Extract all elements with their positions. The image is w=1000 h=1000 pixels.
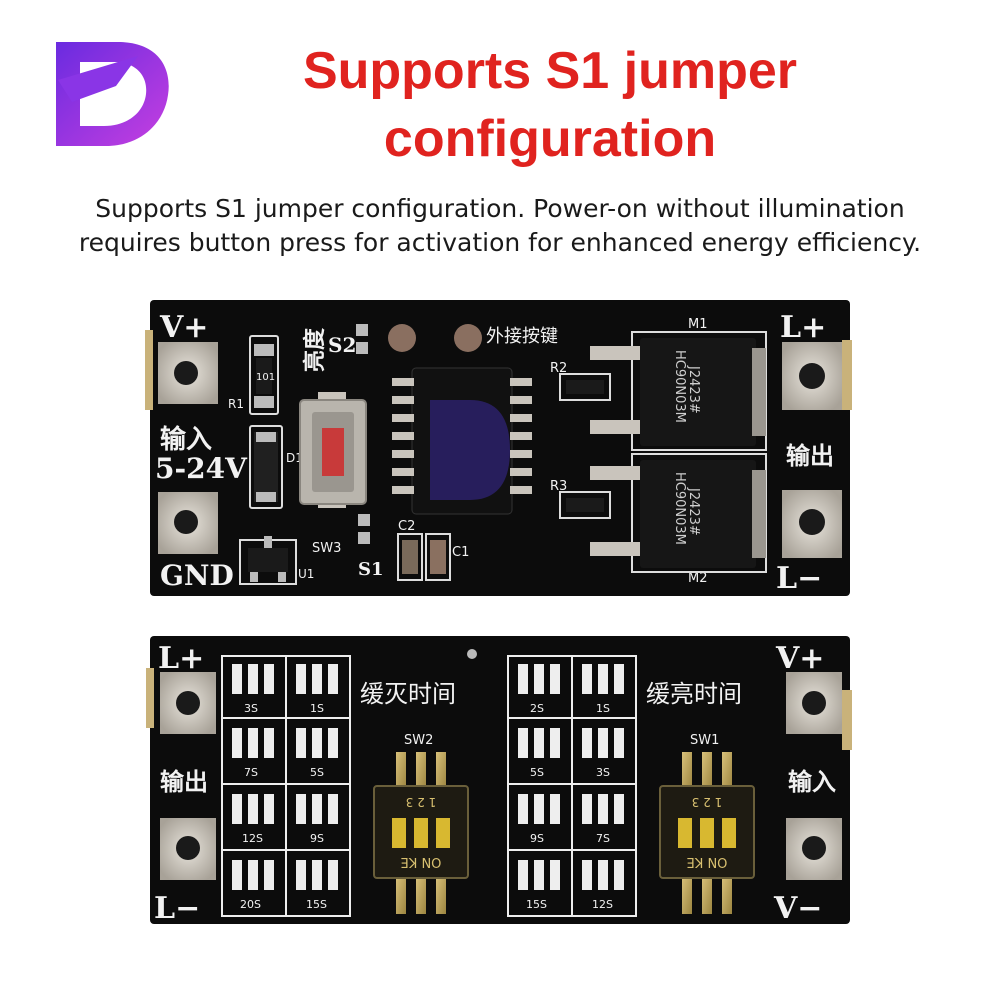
brand-logo	[56, 42, 169, 146]
tactile-button-sw3	[299, 392, 367, 508]
time-label: 3S	[596, 766, 610, 779]
label-c1: C1	[452, 545, 469, 560]
svg-text:1 2 3: 1 2 3	[406, 795, 437, 809]
label-v-plus: V+	[159, 310, 208, 345]
terminal-pad-v-plus-bottom	[786, 672, 842, 734]
svg-text:ON KE: ON KE	[687, 854, 728, 869]
dip-switch-sw1: 1 2 3 ON KE	[659, 752, 755, 914]
resistor-r2	[559, 373, 611, 401]
label-c2: C2	[398, 519, 415, 534]
time-label: 9S	[310, 832, 324, 845]
mosfet-m2: HC90N03M J2423#	[590, 453, 767, 573]
svg-text:101: 101	[256, 372, 275, 383]
label-sw2: SW2	[404, 733, 433, 748]
regulator-u1	[239, 536, 297, 585]
label-sw3: SW3	[312, 541, 341, 556]
time-label: 1S	[596, 702, 610, 715]
label-l-minus: L−	[776, 561, 822, 596]
resistor-r1: 101	[249, 335, 279, 415]
dip-switch-sw2: 1 2 3 ON KE	[373, 752, 469, 914]
fade-on-time-grid: 2S 1S 5S 3S 9S 7S 15S 12S	[507, 655, 637, 917]
time-label: 3S	[244, 702, 258, 715]
diode-d1	[249, 425, 283, 509]
svg-text:1 2 3: 1 2 3	[692, 795, 723, 809]
time-label: 5S	[530, 766, 544, 779]
label-l-minus-bottom: L−	[154, 891, 200, 926]
label-gnd: GND	[160, 559, 234, 592]
capacitor-c1	[425, 533, 451, 581]
label-s1: S1	[358, 559, 384, 580]
svg-text:J2423#: J2423#	[686, 487, 701, 536]
label-m1: M1	[688, 317, 708, 332]
time-label: 7S	[596, 832, 610, 845]
label-sw1: SW1	[690, 733, 719, 748]
label-voltage: 5-24V	[155, 452, 248, 485]
terminal-pad-gnd	[158, 492, 218, 554]
terminal-pad-v-minus-bottom	[786, 818, 842, 880]
capacitor-c2	[397, 533, 423, 581]
label-l-plus-bottom: L+	[158, 641, 204, 676]
label-d1: D1	[286, 451, 303, 465]
headline-line-2: configuration	[383, 110, 717, 168]
time-label: 12S	[242, 832, 263, 845]
external-key-hole-1	[388, 324, 416, 352]
via-hole	[467, 649, 477, 659]
time-label: 12S	[592, 898, 613, 911]
jumper-pads-s2	[356, 324, 368, 354]
label-v-minus-bottom: V−	[773, 891, 822, 926]
description-line-2: requires button press for activation for…	[78, 228, 922, 257]
terminal-pad-v-plus	[158, 342, 218, 404]
label-l-plus: L+	[780, 310, 826, 345]
time-label: 15S	[526, 898, 547, 911]
fade-off-time-grid: 3S 1S 7S 5S 12S 9S 20S 15S	[221, 655, 351, 917]
label-external-key: 外接按键	[486, 326, 558, 347]
time-label: 5S	[310, 766, 324, 779]
external-key-hole-2	[454, 324, 482, 352]
headline-line-1: Supports S1 jumper	[302, 42, 798, 100]
description-line-1: Supports S1 jumper configuration. Power-…	[95, 194, 905, 223]
resistor-r3	[559, 491, 611, 519]
ic-chip	[392, 367, 532, 515]
label-input: 输入	[160, 424, 212, 455]
time-label: 15S	[306, 898, 327, 911]
terminal-pad-l-plus	[782, 342, 842, 410]
svg-text:ON KE: ON KE	[401, 854, 442, 869]
jumper-pads-s1	[358, 514, 370, 544]
label-fade-on-time: 缓亮时间	[646, 680, 742, 708]
top-pcb-board: V+ 输入 5-24V GND L+ 输出 L− 亮度 S2 外接按键 M1 M…	[145, 300, 852, 596]
label-u1: U1	[298, 567, 314, 581]
terminal-pad-l-minus-bottom	[160, 818, 216, 880]
label-m2: M2	[688, 571, 708, 586]
time-label: 1S	[310, 702, 324, 715]
label-s2: S2	[328, 333, 356, 357]
label-fade-off-time: 缓灭时间	[360, 680, 456, 708]
time-label: 20S	[240, 898, 261, 911]
label-brightness: 亮度	[302, 327, 328, 372]
time-label: 7S	[244, 766, 258, 779]
label-output: 输出	[786, 441, 834, 470]
svg-text:HC90N03M: HC90N03M	[672, 472, 687, 545]
svg-text:HC90N03M: HC90N03M	[672, 350, 687, 423]
time-label: 9S	[530, 832, 544, 845]
terminal-pad-l-minus	[782, 490, 842, 558]
label-r3: R3	[550, 479, 567, 494]
time-label: 2S	[530, 702, 544, 715]
label-v-plus-bottom: V+	[775, 641, 824, 676]
mosfet-m1: HC90N03M J2423#	[590, 331, 767, 451]
label-input-bottom: 输入	[788, 767, 836, 796]
label-output-bottom: 输出	[160, 767, 208, 796]
svg-text:J2423#: J2423#	[686, 365, 701, 414]
label-r2: R2	[550, 361, 567, 376]
label-r1: R1	[228, 397, 244, 411]
bottom-pcb-board: L+ 输出 L− V+ 输入 V− 缓灭时间 缓亮时间 SW2 SW1	[146, 636, 852, 926]
terminal-pad-l-plus-bottom	[160, 672, 216, 734]
